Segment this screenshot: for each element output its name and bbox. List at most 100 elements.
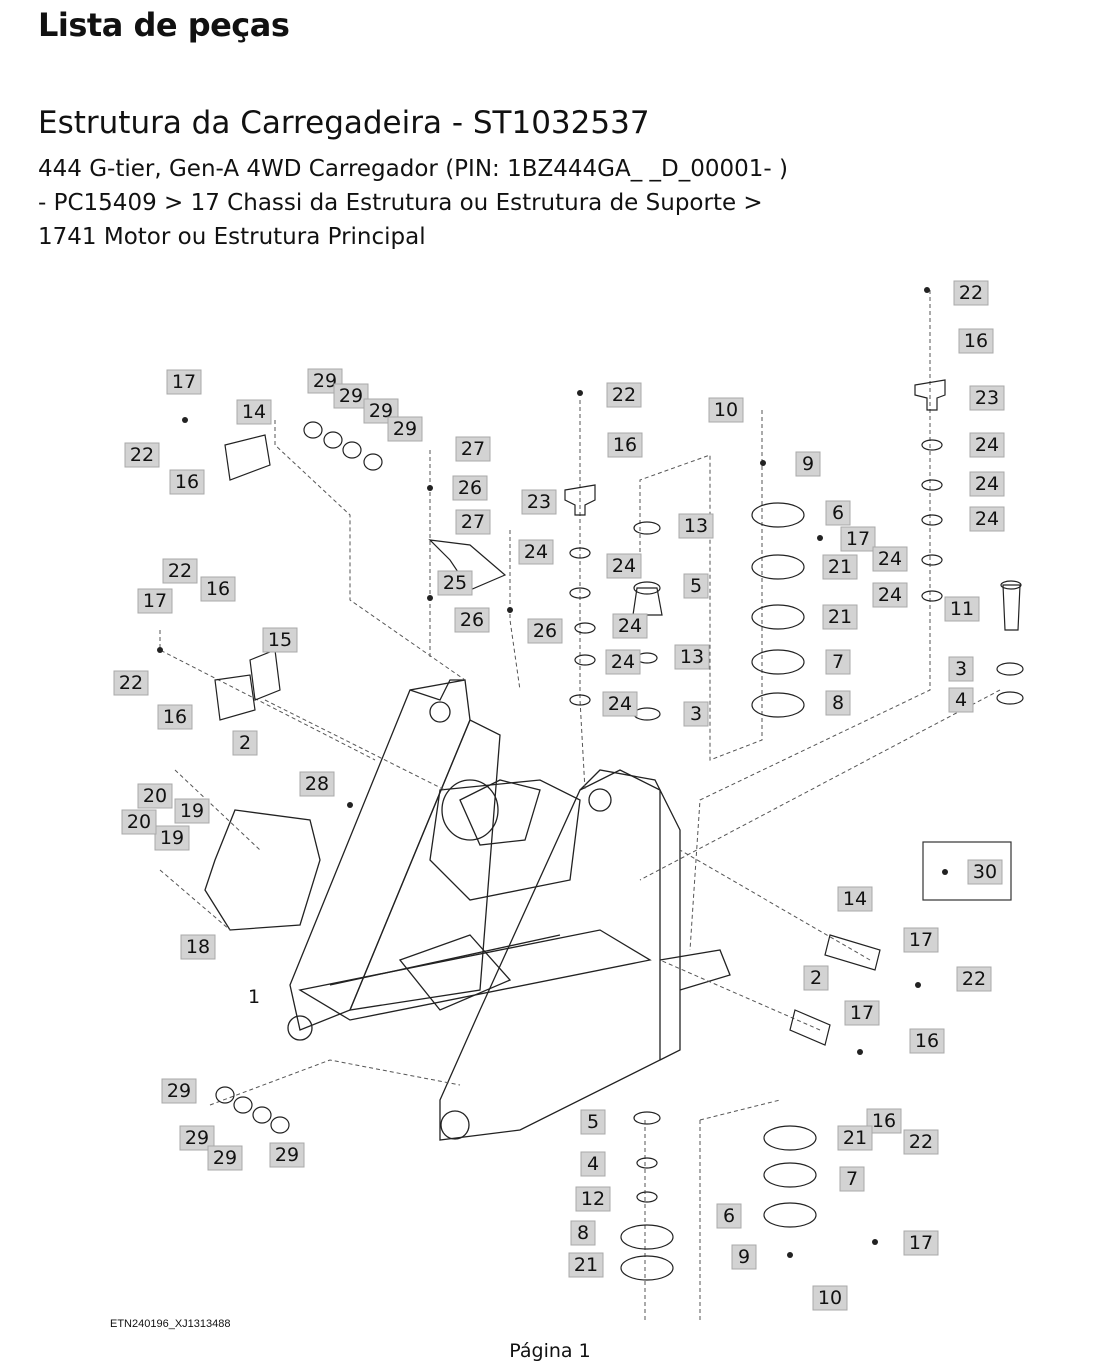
- callout-29[interactable]: 29: [363, 398, 399, 424]
- callout-24[interactable]: 24: [612, 613, 648, 639]
- callout-16[interactable]: 16: [157, 704, 193, 730]
- callout-16[interactable]: 16: [169, 469, 205, 495]
- callout-24[interactable]: 24: [969, 432, 1005, 458]
- callout-29[interactable]: 29: [161, 1078, 197, 1104]
- svg-text:15: 15: [268, 629, 292, 651]
- callout-7[interactable]: 7: [825, 649, 851, 675]
- callout-7[interactable]: 7: [839, 1166, 865, 1192]
- callout-22[interactable]: 22: [953, 280, 989, 306]
- callout-12[interactable]: 12: [575, 1186, 611, 1212]
- svg-text:24: 24: [524, 541, 548, 563]
- callout-2[interactable]: 2: [803, 965, 829, 991]
- callout-6[interactable]: 6: [716, 1203, 742, 1229]
- callout-27[interactable]: 27: [455, 509, 491, 535]
- callout-16[interactable]: 16: [958, 328, 994, 354]
- callout-16[interactable]: 16: [607, 432, 643, 458]
- frame-drawing: [204, 679, 731, 1141]
- callout-16[interactable]: 16: [909, 1028, 945, 1054]
- callout-14[interactable]: 14: [236, 399, 272, 425]
- callout-24[interactable]: 24: [518, 539, 554, 565]
- svg-text:29: 29: [313, 370, 337, 392]
- svg-text:28: 28: [305, 773, 329, 795]
- callout-5[interactable]: 5: [580, 1109, 606, 1135]
- callout-26[interactable]: 26: [454, 607, 490, 633]
- callout-30[interactable]: 30: [967, 859, 1003, 885]
- callout-22[interactable]: 22: [124, 442, 160, 468]
- callout-22[interactable]: 22: [956, 966, 992, 992]
- callout-8[interactable]: 8: [570, 1220, 596, 1246]
- callout-4[interactable]: 4: [948, 687, 974, 713]
- callout-23[interactable]: 23: [521, 489, 557, 515]
- callout-29[interactable]: 29: [307, 368, 343, 394]
- callout-17[interactable]: 17: [903, 927, 939, 953]
- callout-21[interactable]: 21: [568, 1252, 604, 1278]
- svg-text:9: 9: [802, 453, 814, 475]
- callout-20[interactable]: 20: [121, 809, 157, 835]
- svg-text:7: 7: [832, 651, 844, 673]
- svg-text:2: 2: [810, 967, 822, 989]
- svg-text:7: 7: [846, 1168, 858, 1190]
- callout-28[interactable]: 28: [299, 771, 335, 797]
- callout-26[interactable]: 26: [452, 475, 488, 501]
- callout-24[interactable]: 24: [969, 471, 1005, 497]
- callout-3[interactable]: 3: [948, 656, 974, 682]
- svg-text:20: 20: [143, 785, 167, 807]
- callout-17[interactable]: 17: [840, 526, 876, 552]
- callout-17[interactable]: 17: [166, 369, 202, 395]
- callout-11[interactable]: 11: [944, 596, 980, 622]
- callout-15[interactable]: 15: [262, 627, 298, 653]
- callout-22[interactable]: 22: [903, 1129, 939, 1155]
- callout-24[interactable]: 24: [872, 546, 908, 572]
- svg-text:17: 17: [909, 929, 933, 951]
- callout-19[interactable]: 19: [174, 798, 210, 824]
- callout-24[interactable]: 24: [606, 553, 642, 579]
- callout-25[interactable]: 25: [437, 570, 473, 596]
- callout-16[interactable]: 16: [200, 576, 236, 602]
- callout-22[interactable]: 22: [162, 558, 198, 584]
- callout-29[interactable]: 29: [269, 1142, 305, 1168]
- callout-20[interactable]: 20: [137, 783, 173, 809]
- svg-text:16: 16: [206, 578, 230, 600]
- callout-27[interactable]: 27: [455, 436, 491, 462]
- callout-22[interactable]: 22: [606, 382, 642, 408]
- callout-22[interactable]: 22: [113, 670, 149, 696]
- callout-18[interactable]: 18: [180, 934, 216, 960]
- callout-6[interactable]: 6: [825, 500, 851, 526]
- callout-1[interactable]: 1: [248, 986, 260, 1008]
- svg-text:2: 2: [239, 732, 251, 754]
- header: Lista de peças: [38, 6, 290, 44]
- callout-21[interactable]: 21: [837, 1125, 873, 1151]
- callout-19[interactable]: 19: [154, 825, 190, 851]
- callout-21[interactable]: 21: [822, 604, 858, 630]
- callout-29[interactable]: 29: [387, 416, 423, 442]
- callout-24[interactable]: 24: [605, 649, 641, 675]
- callout-14[interactable]: 14: [837, 886, 873, 912]
- callout-16[interactable]: 16: [866, 1108, 902, 1134]
- svg-text:13: 13: [684, 515, 708, 537]
- callout-5[interactable]: 5: [683, 573, 709, 599]
- callout-8[interactable]: 8: [825, 690, 851, 716]
- callout-3[interactable]: 3: [683, 701, 709, 727]
- callout-23[interactable]: 23: [969, 385, 1005, 411]
- callout-24[interactable]: 24: [602, 691, 638, 717]
- svg-text:24: 24: [612, 555, 636, 577]
- callout-17[interactable]: 17: [903, 1230, 939, 1256]
- callout-24[interactable]: 24: [969, 506, 1005, 532]
- svg-text:8: 8: [577, 1222, 589, 1244]
- callout-4[interactable]: 4: [580, 1151, 606, 1177]
- callout-17[interactable]: 17: [844, 1000, 880, 1026]
- callout-13[interactable]: 13: [678, 513, 714, 539]
- callout-21[interactable]: 21: [822, 554, 858, 580]
- callout-29[interactable]: 29: [333, 383, 369, 409]
- callout-17[interactable]: 17: [137, 588, 173, 614]
- callout-26[interactable]: 26: [527, 618, 563, 644]
- svg-text:21: 21: [828, 606, 852, 628]
- callout-2[interactable]: 2: [232, 730, 258, 756]
- callout-29[interactable]: 29: [207, 1145, 243, 1171]
- callout-9[interactable]: 9: [795, 451, 821, 477]
- callout-9[interactable]: 9: [731, 1244, 757, 1270]
- callout-13[interactable]: 13: [674, 644, 710, 670]
- callout-10[interactable]: 10: [812, 1285, 848, 1311]
- callout-10[interactable]: 10: [708, 397, 744, 423]
- callout-24[interactable]: 24: [872, 582, 908, 608]
